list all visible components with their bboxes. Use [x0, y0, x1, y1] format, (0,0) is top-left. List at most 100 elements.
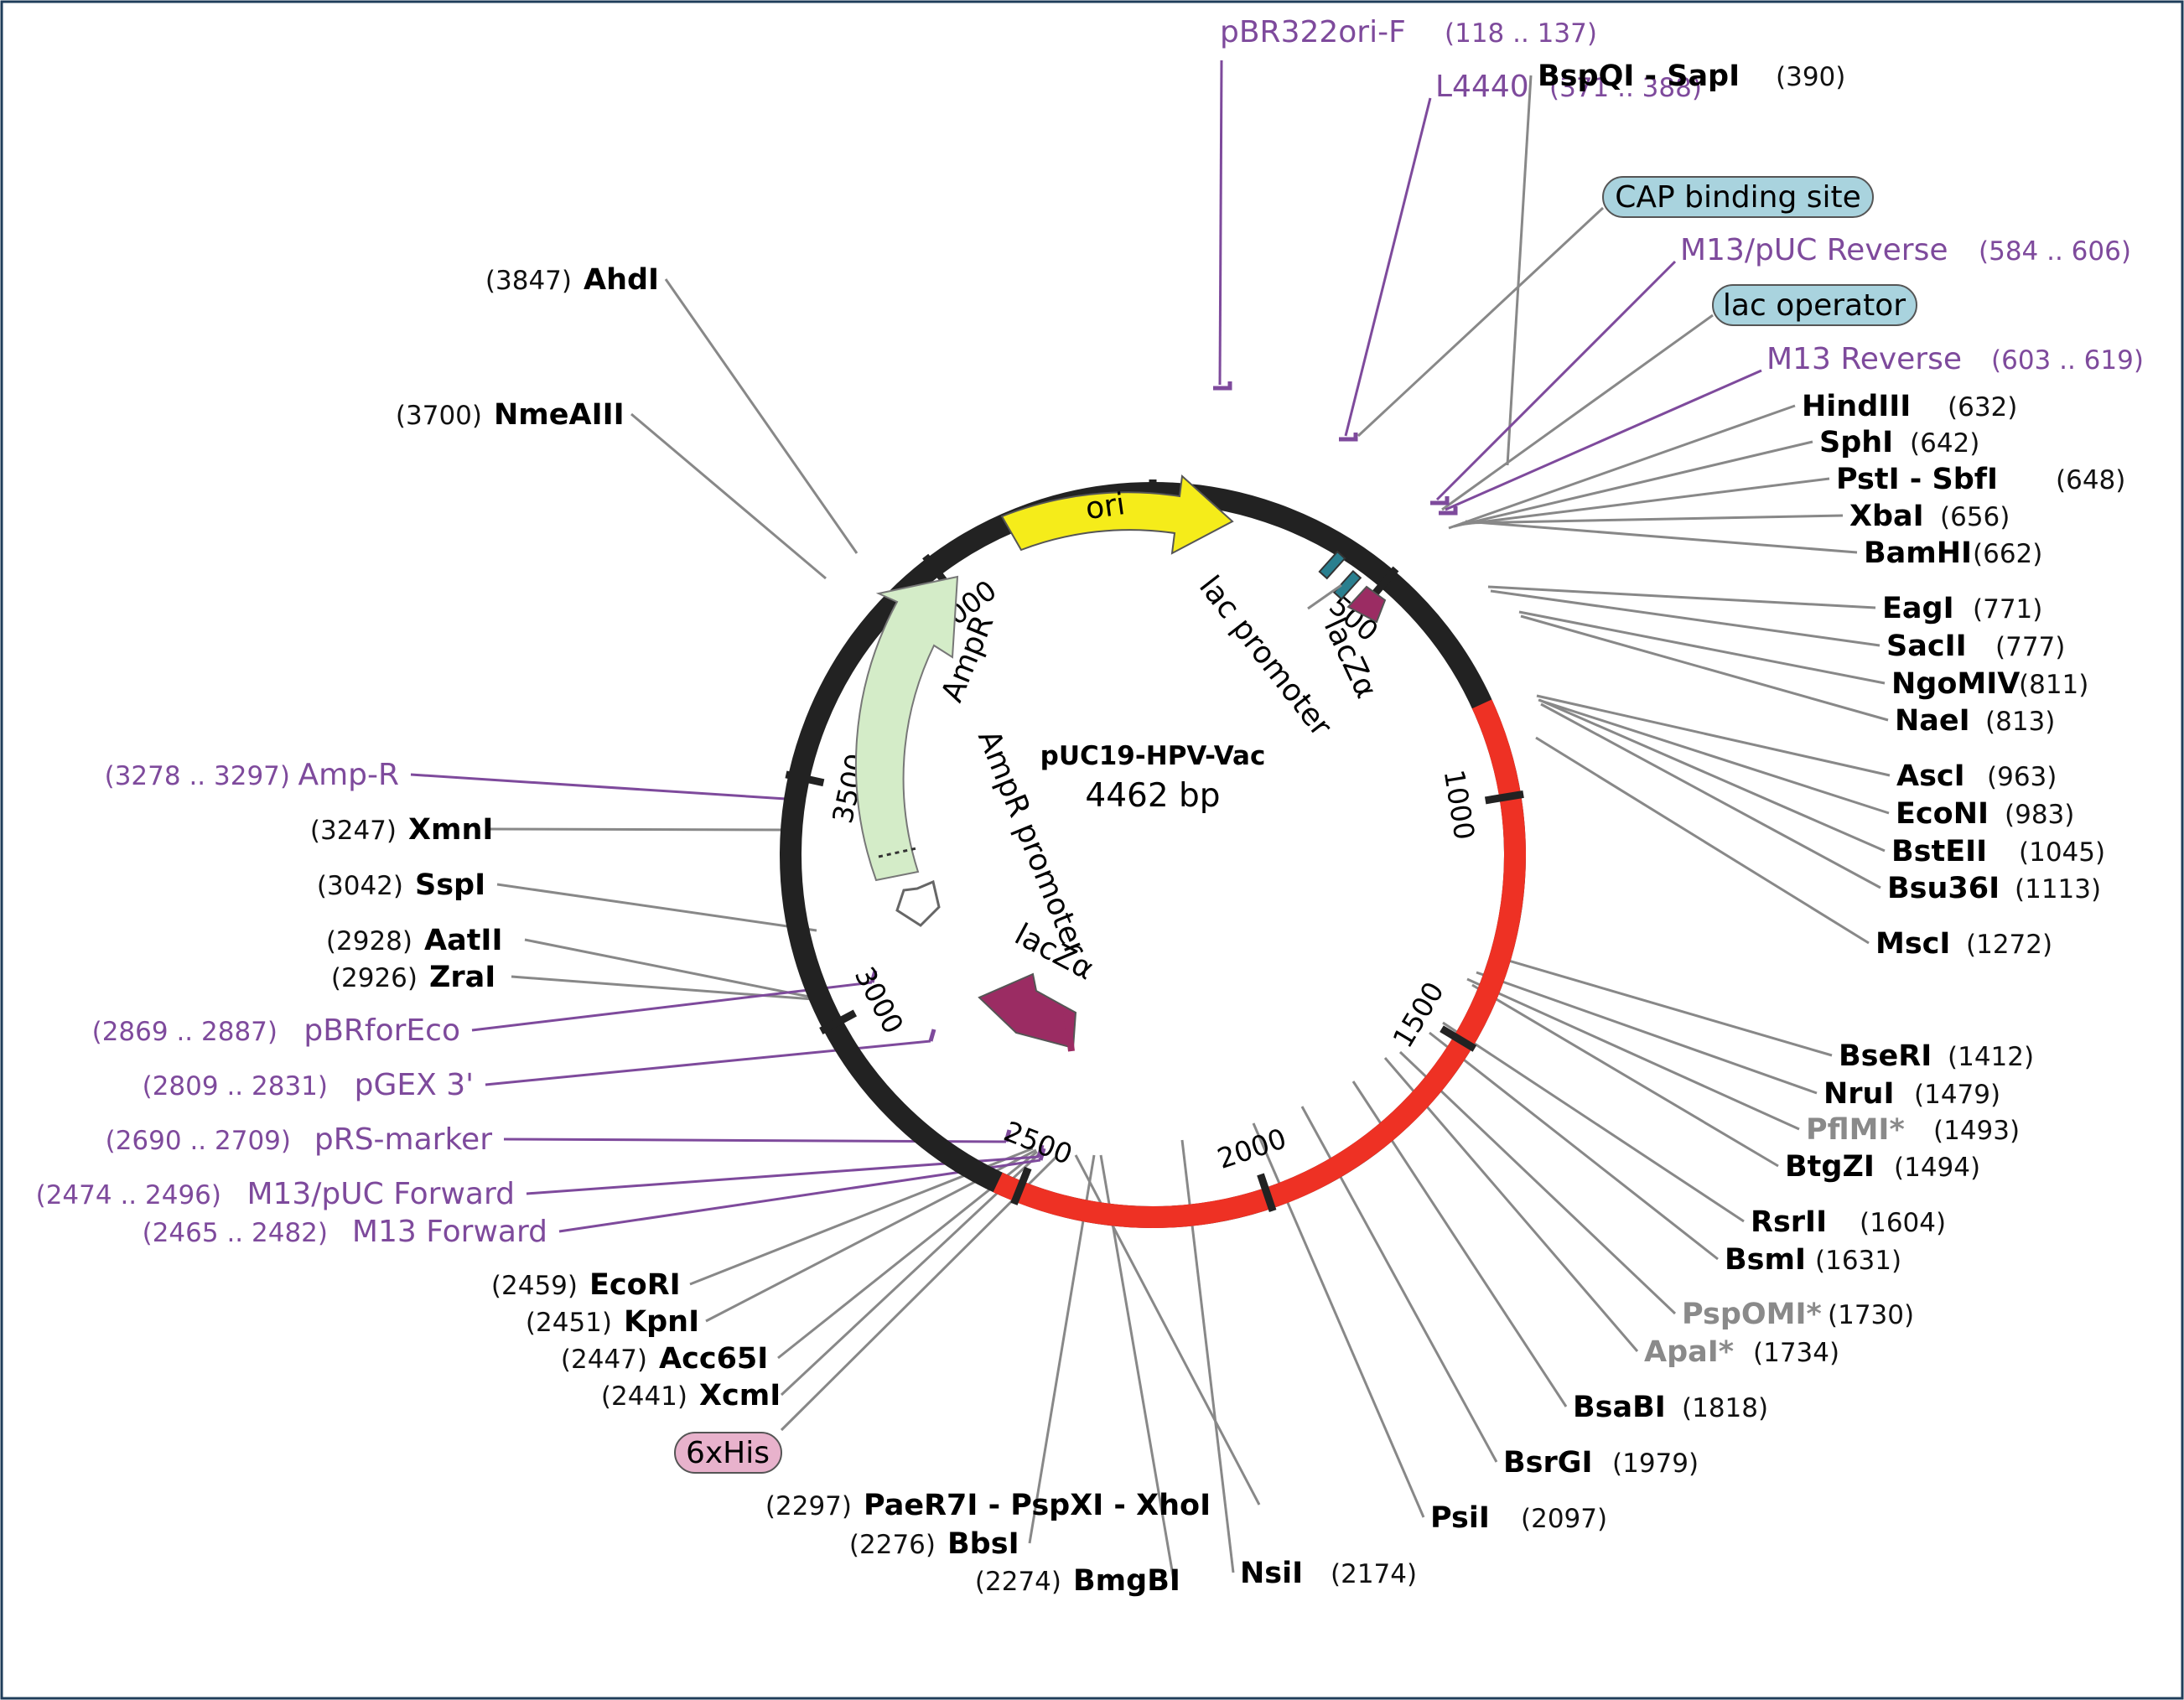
primer-range: (371 .. 388) — [1549, 73, 1702, 103]
site-position: (2459) — [491, 1271, 578, 1301]
site-position: (2926) — [331, 963, 418, 993]
site-leader — [1461, 514, 1844, 525]
primer-name: M13 Forward — [352, 1215, 547, 1249]
svg-text:CAP binding site: CAP binding site — [1615, 180, 1861, 215]
primer-mark — [1036, 1144, 1045, 1158]
primer-mark — [1038, 1148, 1046, 1161]
primer-name: M13/pUC Reverse — [1680, 233, 1948, 267]
primer-range: (584 .. 606) — [1979, 236, 2131, 267]
site-name: NmeAIII — [494, 398, 625, 432]
site-position: (1730) — [1828, 1300, 1914, 1330]
site-name: EagI — [1882, 592, 1954, 625]
site-name: EcoNI — [1896, 797, 1989, 831]
6xhis-pill: 6xHis — [674, 1432, 782, 1474]
site-leader — [1453, 440, 1813, 528]
site-position: (2097) — [1521, 1504, 1607, 1534]
site-leader — [1538, 698, 1886, 853]
site-name: PstI - SbfI — [1836, 463, 1998, 496]
site-position: (1412) — [1948, 1042, 2034, 1072]
site-name: AhdI — [584, 263, 659, 297]
site-leader — [496, 883, 817, 932]
site-position: (1045) — [2019, 837, 2105, 868]
site-leader — [664, 278, 859, 554]
site-name: BmgBI — [1073, 1564, 1180, 1598]
site-name: SspI — [415, 868, 485, 902]
ampr-dotted-divider — [878, 847, 917, 858]
primer-range: (603 .. 619) — [1991, 345, 2144, 376]
cap-binding-site-pill: CAP binding site — [1602, 176, 1874, 218]
site-leader — [630, 412, 827, 580]
primer-leader — [1344, 97, 1432, 437]
site-position: (642) — [1910, 428, 1979, 459]
site-name: BbsI — [947, 1527, 1019, 1561]
primer-labels: pBR322ori-F(118 .. 137)L4440(371 .. 388)… — [36, 15, 2144, 1249]
site-leader — [1535, 736, 1870, 945]
lacop-pill-leader — [1441, 314, 1714, 511]
site-name: ZraI — [429, 961, 495, 994]
primer-leader — [1445, 369, 1762, 511]
svg-text:6xHis: 6xHis — [686, 1436, 770, 1470]
site-name: PsiI — [1430, 1501, 1490, 1535]
site-leader — [1252, 1122, 1425, 1518]
site-position: (648) — [2056, 465, 2125, 495]
site-name: NruI — [1823, 1077, 1895, 1111]
site-position: (2274) — [975, 1567, 1061, 1597]
site-name: BstEII — [1891, 835, 1987, 868]
site-leader — [1466, 977, 1800, 1131]
site-name: Acc65I — [659, 1342, 768, 1376]
lac-region: lac promoter lacZα — [1192, 550, 1387, 744]
site-leader — [1442, 1021, 1745, 1223]
site-leader — [1538, 698, 1890, 815]
site-leader — [1398, 1050, 1677, 1315]
site-name: NgoMIV — [1891, 667, 2020, 701]
site-leader — [1506, 75, 1533, 466]
ruler-tick-label: 3000 — [848, 961, 910, 1039]
site-name: AscI — [1896, 759, 1965, 793]
site-name: PaeR7I - PspXI - XhoI — [864, 1489, 1211, 1522]
site-name: PflMI* — [1806, 1113, 1905, 1147]
site-position: (2447) — [561, 1345, 647, 1375]
svg-text:lac operator: lac operator — [1723, 288, 1906, 323]
site-position: (2441) — [601, 1381, 687, 1412]
ori-label: ori — [1083, 487, 1127, 526]
site-name: BsaBI — [1573, 1391, 1666, 1424]
ruler-tick — [785, 770, 825, 787]
lacz-top-arrow — [1346, 585, 1387, 624]
site-position: (963) — [1987, 762, 2057, 792]
site-leader — [1458, 477, 1830, 526]
site-name: NaeI — [1895, 704, 1970, 738]
site-leader — [1487, 585, 1876, 609]
lac-operator-mark — [1332, 569, 1362, 601]
site-name: BsrGI — [1503, 1446, 1593, 1480]
site-name: PspOMI* — [1682, 1298, 1822, 1331]
site-leader — [1448, 404, 1796, 530]
site-position: (3847) — [485, 266, 572, 296]
site-name: BsmI — [1725, 1243, 1806, 1277]
site-position: (1818) — [1682, 1393, 1768, 1423]
site-leader — [1518, 610, 1886, 685]
site-position: (2928) — [326, 926, 412, 956]
plasmid-size: 4462 bp — [1085, 777, 1220, 815]
primer-range: (2465 .. 2482) — [143, 1218, 328, 1248]
lac-promoter-label: lac promoter — [1192, 570, 1338, 744]
site-leader — [1099, 1154, 1175, 1581]
site-position: (1734) — [1753, 1338, 1839, 1368]
primer-mark — [928, 1029, 936, 1042]
site-position: (1604) — [1860, 1208, 1946, 1238]
ruler-tick — [819, 1009, 858, 1034]
site-position: (771) — [1973, 594, 2042, 625]
site-name: AatII — [424, 924, 502, 957]
site-leader — [1491, 954, 1833, 1057]
site-name: HindIII — [1802, 390, 1911, 423]
lacz-bottom-tail — [1063, 1010, 1075, 1052]
primer-range: (3278 .. 3297) — [105, 761, 290, 791]
site-position: (390) — [1776, 62, 1845, 92]
insert-arc — [993, 699, 1526, 1228]
site-leader — [1429, 1031, 1719, 1261]
primer-mark — [1213, 381, 1232, 391]
site-name: BtgZI — [1785, 1150, 1875, 1184]
ruler-tick — [1257, 1173, 1277, 1212]
primer-name: pBR322ori-F — [1220, 15, 1406, 49]
